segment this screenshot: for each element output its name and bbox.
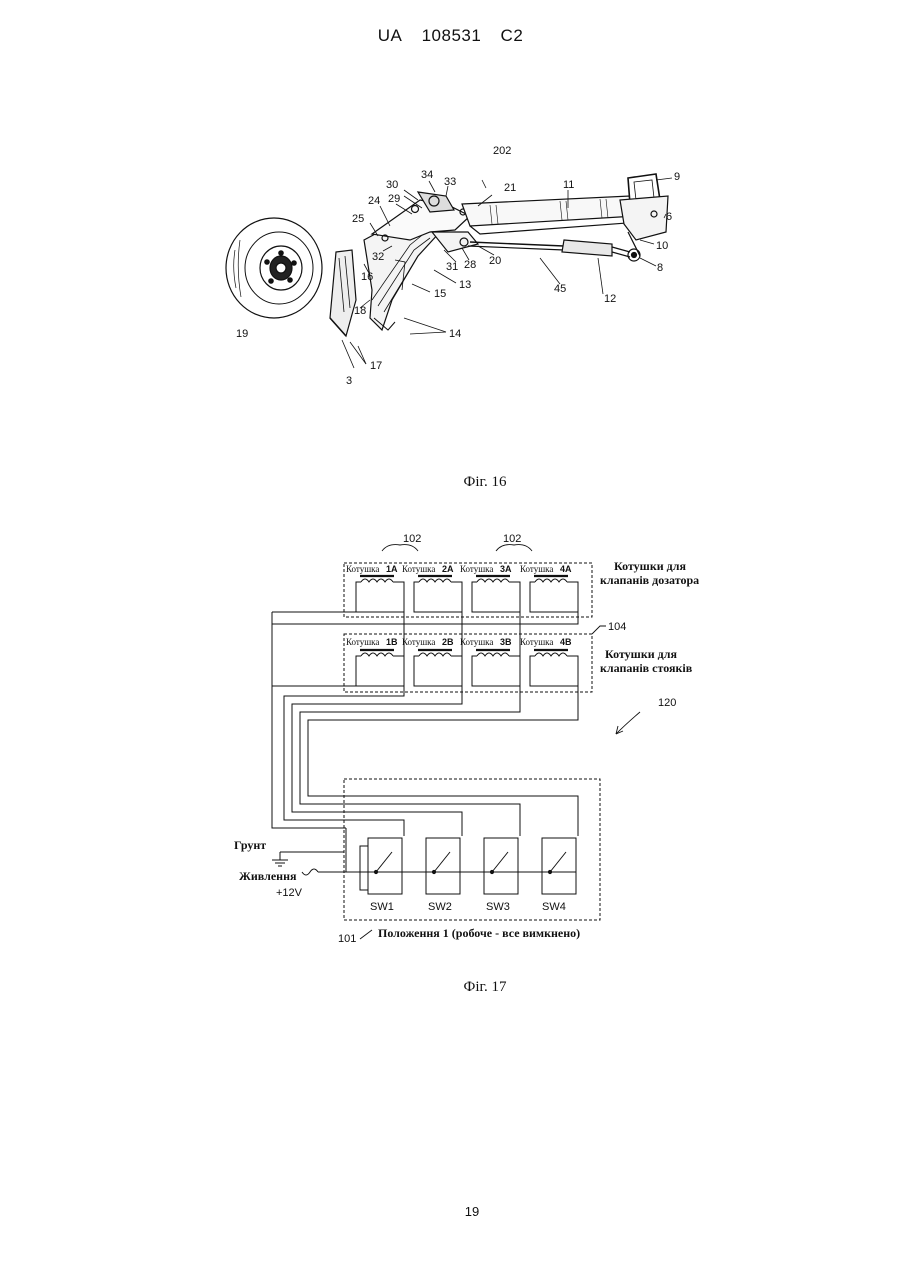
disk-assembly xyxy=(330,250,356,336)
ref-101: 101 xyxy=(338,933,356,945)
ref-24: 24 xyxy=(368,195,380,207)
coil-id-4a: 4A xyxy=(560,564,572,574)
coil-id-4b: 4B xyxy=(560,637,572,647)
frame-beam-11 xyxy=(462,196,640,234)
ref-3: 3 xyxy=(346,375,352,387)
ref-17: 17 xyxy=(370,360,382,372)
coil-id-2b: 2B xyxy=(442,637,454,647)
ref-104: 104 xyxy=(608,621,626,633)
ref-31: 31 xyxy=(446,261,458,273)
ref-21: 21 xyxy=(504,182,516,194)
coil-id-3a: 3A xyxy=(500,564,512,574)
coil-id-1a: 1A xyxy=(386,564,398,574)
group-b-title-1: Котушки для xyxy=(605,647,677,661)
fig16-caption: Фіг. 16 xyxy=(0,474,901,491)
position-note: Положення 1 (робоче - все вимкнено) xyxy=(378,926,580,940)
switch-label-sw2: SW2 xyxy=(428,901,452,913)
group-a-title-1: Котушки для xyxy=(614,559,686,573)
switch-bank xyxy=(346,828,576,894)
switch-label-sw4: SW4 xyxy=(542,901,566,913)
ref-32: 32 xyxy=(372,251,384,263)
ref-120: 120 xyxy=(658,697,676,709)
fig17-labels: 102 102 104 120 101 Котушки для клапанів… xyxy=(234,533,699,945)
power-lead xyxy=(302,869,346,875)
coil-id-1b: 1B xyxy=(386,637,398,647)
coil-word-3b: Котушка xyxy=(460,637,493,647)
fig17-drawing xyxy=(272,545,640,939)
ref-28: 28 xyxy=(464,259,476,271)
ref-11: 11 xyxy=(563,179,574,191)
ref-34: 34 xyxy=(421,169,433,181)
ref-14: 14 xyxy=(449,328,461,340)
ref-12: 12 xyxy=(604,293,616,305)
coil-word-1a: Котушка xyxy=(346,564,379,574)
ref-29: 29 xyxy=(388,193,400,205)
group-a-title-2: клапанів дозатора xyxy=(600,573,699,587)
ref-15: 15 xyxy=(434,288,446,300)
ref-202: 202 xyxy=(493,145,511,157)
fig17-caption: Фіг. 17 xyxy=(0,979,901,996)
ref-9: 9 xyxy=(674,171,680,183)
group-b-title-2: клапанів стояків xyxy=(600,661,693,675)
ref-33: 33 xyxy=(444,176,456,188)
ref-45: 45 xyxy=(554,283,566,295)
ref-20: 20 xyxy=(489,255,501,267)
coil-row-b xyxy=(356,650,578,686)
coil-word-2a: Котушка xyxy=(402,564,435,574)
switch-label-sw3: SW3 xyxy=(486,901,510,913)
coil-word-1b: Котушка xyxy=(346,637,379,647)
coil-id-3b: 3B xyxy=(500,637,512,647)
ground-label: Грунт xyxy=(234,838,266,852)
coil-word-2b: Котушка xyxy=(402,637,435,647)
coil-word-4a: Котушка xyxy=(520,564,553,574)
ref-19: 19 xyxy=(236,328,248,340)
ground-icon xyxy=(272,852,344,866)
wheel-19 xyxy=(226,218,322,318)
ref-102-b: 102 xyxy=(503,533,521,545)
ref-8: 8 xyxy=(657,262,663,274)
ref-102-a: 102 xyxy=(403,533,421,545)
ref-25: 25 xyxy=(352,213,364,225)
box-switches xyxy=(344,779,600,920)
power-label: Живлення xyxy=(239,869,297,883)
ref-16: 16 xyxy=(361,271,373,283)
coil-row-a xyxy=(356,576,578,612)
ref-6: 6 xyxy=(666,211,672,223)
coil-id-2a: 2A xyxy=(442,564,454,574)
ref-10: 10 xyxy=(656,240,668,252)
ref-18: 18 xyxy=(354,305,366,317)
ref-30: 30 xyxy=(386,179,398,191)
voltage-label: +12V xyxy=(276,887,303,899)
page-number: 19 xyxy=(0,1204,901,1219)
coil-word-4b: Котушка xyxy=(520,637,553,647)
switch-label-sw1: SW1 xyxy=(370,901,394,913)
coil-word-3a: Котушка xyxy=(460,564,493,574)
ref-13: 13 xyxy=(459,279,471,291)
